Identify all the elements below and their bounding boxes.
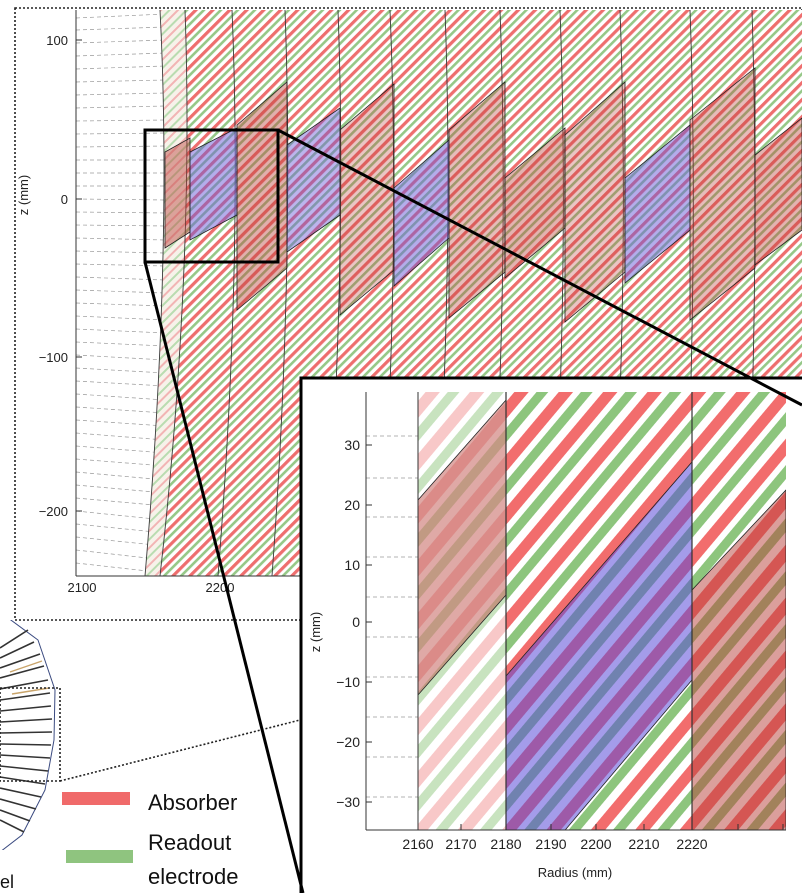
zoom-ytick-0: 0 (352, 614, 360, 630)
zoom-ytick-10: 10 (344, 557, 360, 573)
zoom-source-box (143, 128, 280, 264)
zoom-xtick-2210: 2210 (628, 836, 659, 852)
legend-electrode-swatch (66, 850, 133, 863)
detector-link-line (59, 719, 301, 782)
zoom-xtick-2180: 2180 (490, 836, 521, 852)
detector-highlight-box (0, 687, 61, 782)
zoom-ytick-30: 30 (344, 437, 360, 453)
zoom-ytick-minus20: −20 (336, 734, 360, 750)
guide-lines (76, 13, 166, 574)
zoom-xtick-2160: 2160 (402, 836, 433, 852)
zoom-gap-band (418, 392, 506, 830)
zoom-ytick-minus30: −30 (336, 794, 360, 810)
zoom-connectors (143, 128, 802, 893)
cell-11 (689, 67, 756, 321)
legend-electrode-label-line1: Readout (148, 830, 231, 855)
zoom-plot: 30 20 10 0 −10 −20 −30 2160 2170 2180 21… (299, 376, 802, 893)
legend: Absorber Readout electrode (62, 790, 239, 889)
zoom-xtick-2170: 2170 (445, 836, 476, 852)
main-xtick-2100: 2100 (68, 580, 97, 595)
cell-12 (754, 117, 802, 266)
readout-cells (164, 67, 802, 323)
cell-3 (236, 81, 288, 311)
main-ytick-minus100: −100 (39, 350, 68, 365)
main-y-label: z (mm) (16, 175, 31, 215)
legend-electrode-label-line2: electrode (148, 864, 239, 889)
zoom-plot-area (366, 392, 786, 830)
zoom-y-label: z (mm) (308, 612, 323, 652)
connector-top (277, 128, 802, 407)
legend-absorber-label: Absorber (148, 790, 237, 815)
detector-wheel-fragment (0, 620, 301, 850)
main-xtick-2200: 2200 (206, 580, 235, 595)
zoom-xtick-2200: 2200 (580, 836, 611, 852)
zoom-xtick-2190: 2190 (535, 836, 566, 852)
zoom-ytick-20: 20 (344, 497, 360, 513)
zoom-x-label: Radius (mm) (538, 865, 612, 880)
cell-1 (164, 137, 191, 249)
connector-bottom (143, 261, 305, 893)
zoom-xtick-2220: 2220 (676, 836, 707, 852)
main-ytick-minus200: −200 (39, 504, 68, 519)
caption-fragment: rel (0, 872, 14, 892)
main-ytick-100: 100 (46, 33, 68, 48)
main-ytick-0: 0 (61, 192, 68, 207)
legend-absorber-swatch (62, 792, 130, 805)
zoom-ytick-minus10: −10 (336, 674, 360, 690)
